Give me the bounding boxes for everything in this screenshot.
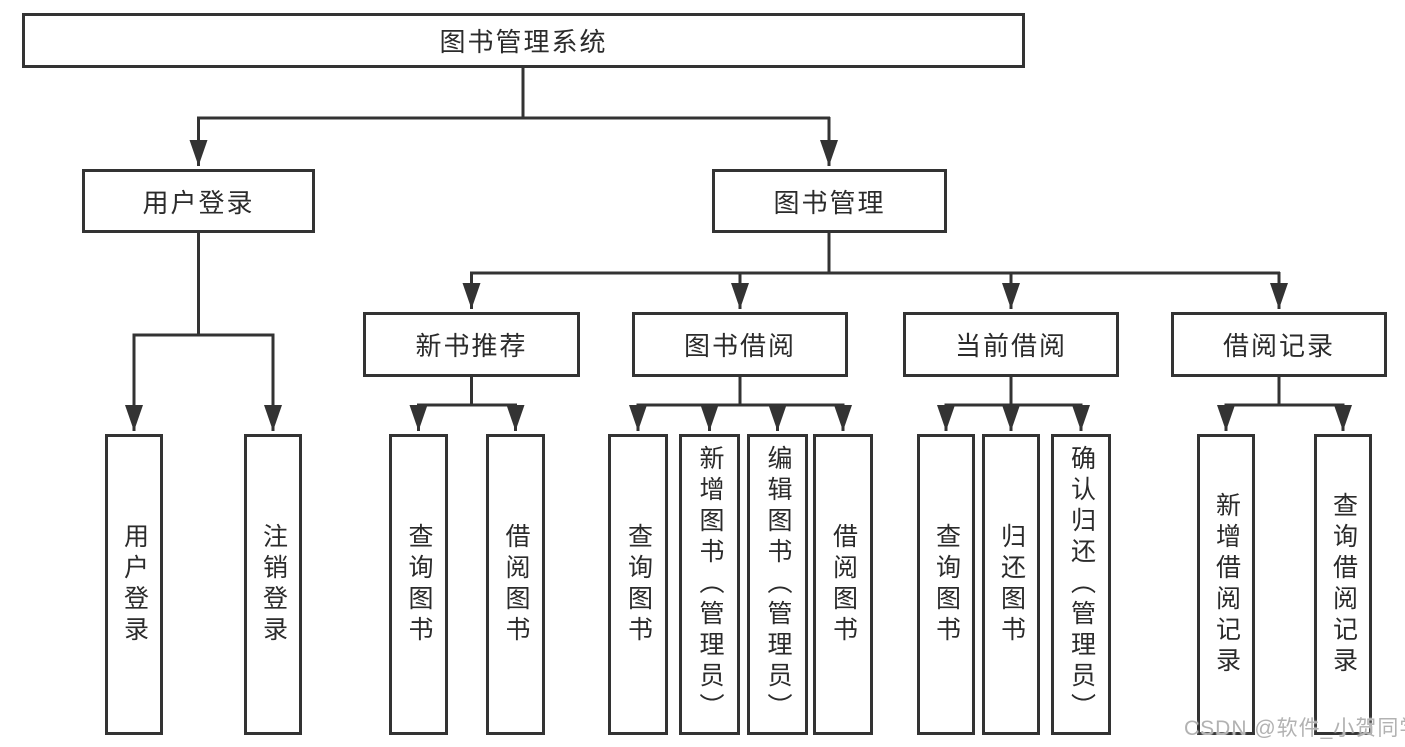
leaf-current-confirm-return-admin: 确认归还（管理员） xyxy=(1051,434,1111,735)
leaf-current-return-books: 归还图书 xyxy=(982,434,1040,735)
node-root-library-system: 图书管理系统 xyxy=(22,13,1025,68)
node-book-management: 图书管理 xyxy=(712,169,947,233)
node-current-borrowing: 当前借阅 xyxy=(903,312,1119,377)
leaf-newbook-query-books: 查询图书 xyxy=(389,434,448,735)
leaf-borrow-edit-books-admin: 编辑图书（管理员） xyxy=(747,434,808,735)
branch-current-borrow xyxy=(937,377,1090,431)
node-new-book-recommend: 新书推荐 xyxy=(363,312,580,377)
leaf-borrow-query-books: 查询图书 xyxy=(608,434,668,735)
branch-new-book-rec xyxy=(409,377,525,431)
branch-root-to-level2 xyxy=(189,68,838,166)
branch-borrow-records xyxy=(1217,377,1352,431)
branch-book-mgmt xyxy=(462,233,1288,309)
node-borrowing-records: 借阅记录 xyxy=(1171,312,1387,377)
branch-book-borrow xyxy=(629,377,852,431)
csdn-watermark: CSDN @软件_小贺同学 xyxy=(1184,717,1405,740)
branch-user-login xyxy=(125,233,282,431)
leaf-logout: 注销登录 xyxy=(244,434,302,735)
leaf-newbook-borrow-books: 借阅图书 xyxy=(486,434,545,735)
leaf-current-query-books: 查询图书 xyxy=(917,434,975,735)
leaf-user-login: 用户登录 xyxy=(105,434,163,735)
leaf-records-add-record: 新增借阅记录 xyxy=(1197,434,1255,735)
leaf-borrow-add-books-admin: 新增图书（管理员） xyxy=(679,434,740,735)
leaf-borrow-borrow-books: 借阅图书 xyxy=(813,434,873,735)
node-book-borrowing: 图书借阅 xyxy=(632,312,848,377)
node-user-login: 用户登录 xyxy=(82,169,315,233)
leaf-records-query-record: 查询借阅记录 xyxy=(1314,434,1372,735)
